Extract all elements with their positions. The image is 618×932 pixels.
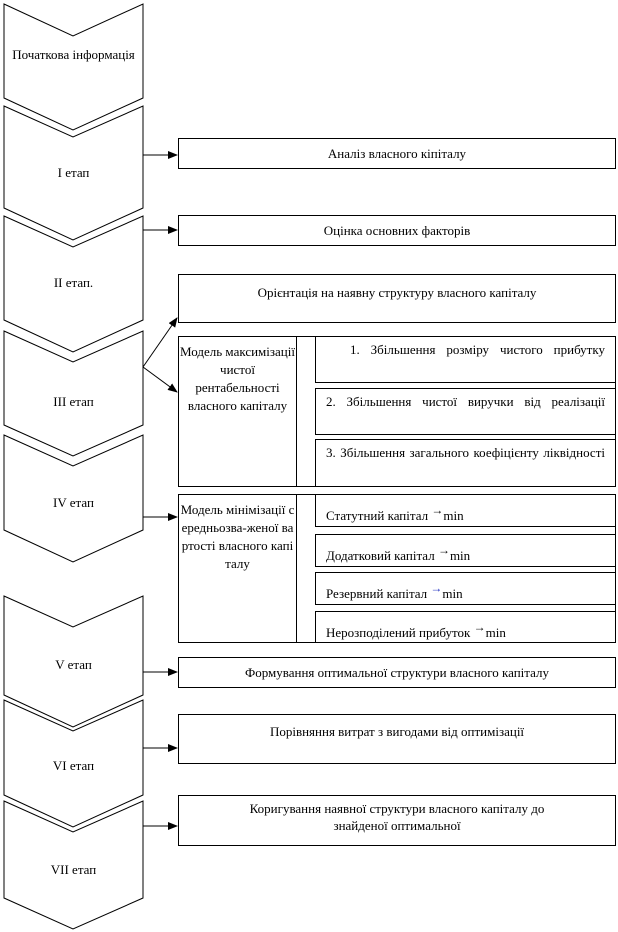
chevron-stage-3 bbox=[3, 330, 144, 457]
stage-label-6: VІ етап bbox=[52, 758, 95, 773]
item-suffix: min bbox=[449, 548, 471, 563]
stage-label-2: ІІ етап. bbox=[53, 275, 94, 290]
model-max-item-2: 2. Збільшення чистої виручки від реаліза… bbox=[315, 388, 616, 435]
item-suffix: min bbox=[485, 625, 506, 640]
item-suffix: min bbox=[442, 586, 463, 601]
stage-label-initial: Початкова інформація bbox=[12, 47, 135, 62]
chevron-stage-1 bbox=[3, 105, 144, 241]
stage-label-7: VІІ етап bbox=[50, 862, 97, 877]
chevron-stage-2 bbox=[3, 215, 144, 353]
chevron-stage-0 bbox=[3, 3, 144, 131]
arrow-right-icon: → bbox=[437, 543, 450, 557]
model-min-item-4: Нерозподілений прибуток →min bbox=[315, 611, 616, 643]
item-text: Додатковий капітал bbox=[326, 548, 435, 563]
arrow-right-icon: → bbox=[431, 503, 444, 517]
stage-label-3: ІІІ етап bbox=[53, 394, 94, 409]
arrow-right-icon: → bbox=[430, 581, 443, 595]
chevron-stage-5 bbox=[3, 595, 144, 728]
factors-box: Оцінка основних факторів bbox=[178, 215, 616, 246]
model-max-item-1: 1. Збільшення розміру чистого прибутку bbox=[315, 336, 616, 383]
chevron-stage-6 bbox=[3, 699, 144, 828]
arrow-right-icon: → bbox=[473, 620, 486, 634]
formation-box: Формування оптимальної структури власног… bbox=[178, 657, 616, 688]
item-text: Статутний капітал bbox=[326, 508, 429, 523]
model-max-item-3: 3. Збільшення загального коефіцієнту лік… bbox=[315, 439, 616, 487]
model-min-item-2: Додатковий капітал →min bbox=[315, 534, 616, 567]
correction-box: Коригування наявної структури власного к… bbox=[178, 795, 616, 846]
model-max-title: Модель максимізації чистої рентабельност… bbox=[179, 337, 297, 486]
model-min-title: Модель мінімізації середньозва-женої вар… bbox=[179, 495, 297, 642]
chevron-stage-7 bbox=[3, 800, 144, 930]
item-text: Нерозподілений прибуток bbox=[326, 625, 471, 640]
stage-label-1: І етап bbox=[57, 165, 90, 180]
item-text: Резервний капітал bbox=[326, 586, 428, 601]
chevron-stage-4 bbox=[3, 434, 144, 563]
comparison-box: Порівняння витрат з вигодами від оптиміз… bbox=[178, 714, 616, 764]
model-min-item-1: Статутний капітал →min bbox=[315, 494, 616, 527]
stage-label-5: V етап bbox=[55, 657, 92, 672]
item-suffix: min bbox=[443, 508, 464, 523]
stage-label-4: IV етап bbox=[53, 495, 94, 510]
analysis-box: Аналіз власного кіпіталу bbox=[178, 138, 616, 169]
orientation-box: Орієнтація на наявну структуру власного … bbox=[178, 274, 616, 323]
model-min-item-3: Резервний капітал →min bbox=[315, 572, 616, 605]
